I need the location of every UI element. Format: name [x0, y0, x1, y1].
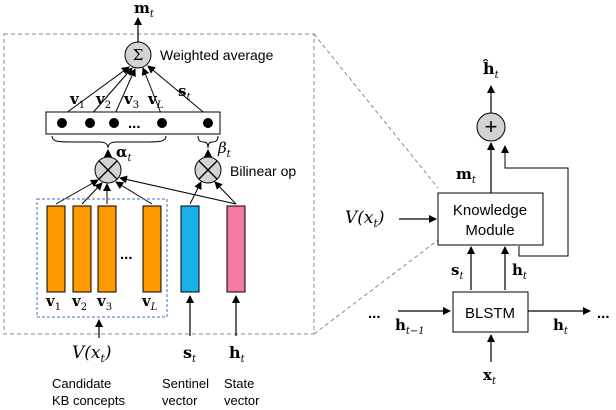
label-bar-v3: v3 — [96, 292, 112, 313]
candidate-bar-1 — [46, 205, 66, 293]
knowledge-module-box — [437, 192, 544, 246]
weighted-average-label: Weighted average — [160, 47, 274, 63]
label-x-t: xt — [483, 366, 497, 387]
caption-state-1: State — [224, 376, 254, 391]
label-ht-right: ht — [512, 261, 528, 282]
label-bar-v1: v1 — [45, 292, 61, 313]
label-bar-v2: v2 — [71, 292, 87, 313]
caption-sentinel-2: vector — [162, 393, 198, 408]
blstm-label: BLSTM — [465, 305, 515, 322]
arrow-dot2-sigma — [89, 67, 133, 117]
beta-brace — [197, 135, 219, 149]
arrow-dot1-sigma — [61, 66, 130, 117]
weighted-average-op — [124, 41, 152, 69]
arrow-dot3-sigma — [113, 68, 136, 117]
label-v3: v3 — [123, 90, 139, 111]
zoom-line-top — [313, 33, 439, 189]
label-vL: vL — [147, 90, 164, 111]
sigma-symbol: Σ — [133, 46, 144, 64]
sum-op — [476, 112, 506, 142]
candidate-bar-L — [142, 205, 162, 293]
arrow-barL-mult — [115, 181, 153, 205]
bilinear-op-label: Bilinear op — [230, 163, 296, 179]
weight-dot-3 — [109, 118, 119, 128]
label-ht-out: ht — [553, 316, 569, 337]
candidate-bar-3 — [97, 205, 117, 293]
zoom-line-bottom — [313, 239, 439, 335]
plus-symbol: + — [485, 114, 498, 139]
caption-state-2: vector — [224, 393, 260, 408]
label-beta-t: βt — [217, 139, 232, 160]
alpha-brace — [51, 135, 167, 149]
caption-sentinel-1: Sentinel — [162, 376, 209, 391]
label-v1: v1 — [69, 90, 85, 111]
label-h-tm1: ht−1 — [395, 316, 425, 337]
km-label-2: Module — [465, 222, 514, 239]
km-label-1: Knowledge — [453, 202, 527, 219]
candidate-bars-ellipsis: ... — [120, 246, 133, 263]
caption-candidate-1: Candidate — [52, 376, 111, 391]
label-st-top: st — [178, 82, 191, 103]
multiply-op-alpha-x2 — [98, 160, 118, 180]
weight-dot-1 — [57, 118, 67, 128]
state-bar — [226, 205, 246, 293]
arrow-state-bilinear — [214, 181, 237, 205]
weight-dot-sentinel — [203, 118, 213, 128]
weight-dots-ellipsis: ... — [128, 115, 141, 132]
label-v2: v2 — [95, 90, 111, 111]
caption-candidate-2: KB concepts — [52, 393, 125, 408]
arrow-bar1-mult — [55, 179, 99, 205]
candidate-bar-2 — [72, 205, 92, 293]
label-V-right: V(xt) — [345, 208, 385, 230]
label-st-bottom: st — [183, 343, 197, 365]
skip-connection — [501, 145, 569, 257]
label-ht-bottom: ht — [229, 343, 246, 365]
label-alpha-t: αt — [116, 143, 133, 164]
label-V-left: V(xt) — [72, 343, 112, 365]
dots-left: ... — [368, 305, 381, 322]
blstm-box — [452, 291, 529, 333]
weight-dot-2 — [85, 118, 95, 128]
candidate-dashed-box — [36, 198, 168, 318]
label-hhat-t: ĥt — [482, 58, 500, 81]
arrow-dot4-sigma — [141, 67, 163, 117]
arrow-bar-state-mult — [119, 175, 237, 205]
bilinear-op-x2 — [198, 160, 218, 180]
sentinel-bar — [180, 205, 200, 293]
dots-right: ... — [597, 305, 610, 322]
weight-dot-L — [157, 118, 167, 128]
label-m-t-top: mt — [134, 0, 155, 20]
label-bar-vL: vL — [141, 292, 158, 313]
label-m-t-right: mt — [456, 165, 477, 186]
arrow-bar2-mult — [81, 182, 103, 205]
weights-vector-box — [45, 111, 221, 135]
arrow-sentinel-bilinear — [189, 181, 202, 205]
zoom-dashed-box — [3, 33, 315, 335]
label-st-right: st — [451, 261, 464, 282]
arrow-dot5-sigma — [147, 65, 209, 117]
